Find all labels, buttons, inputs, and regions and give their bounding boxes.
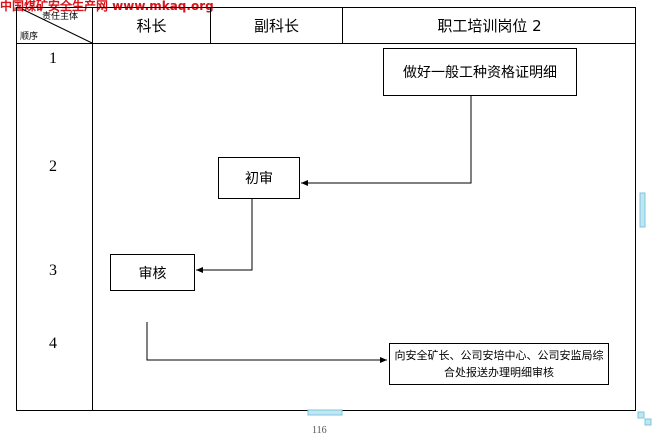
page-number: 116: [312, 425, 327, 436]
arrow-3-4: [146, 322, 387, 363]
row-number: 3: [49, 262, 57, 279]
watermark: 中国煤矿安全生产网 www.mkaq.org: [0, 0, 214, 13]
side-handle: [639, 192, 646, 228]
column-header-deputy-chief: 副科长: [253, 17, 299, 35]
corner-header-bottom: 顺序: [20, 32, 39, 42]
column-header-training-post: 职工培训岗位 2: [437, 17, 542, 35]
row-number: 1: [49, 50, 57, 67]
resize-handle: [637, 411, 645, 419]
arrow-2-3: [196, 197, 253, 273]
step-submit: 向安全矿长、公司安培中心、公司安监局综合处报送办理明细审核: [389, 343, 609, 385]
corner-diagonal: [21, 8, 93, 44]
row-number: 4: [49, 335, 57, 352]
page-break-handle: [307, 409, 343, 416]
arrow-1-2: [301, 95, 472, 186]
corner-header-top: 责任主体: [42, 12, 79, 22]
step-preliminary-review: 初审: [218, 157, 300, 199]
row-number: 2: [49, 158, 57, 175]
column-header-section-chief: 科长: [136, 17, 167, 35]
step-prepare-certificate: 做好一般工种资格证明细: [383, 48, 577, 96]
step-review: 审核: [110, 254, 195, 291]
